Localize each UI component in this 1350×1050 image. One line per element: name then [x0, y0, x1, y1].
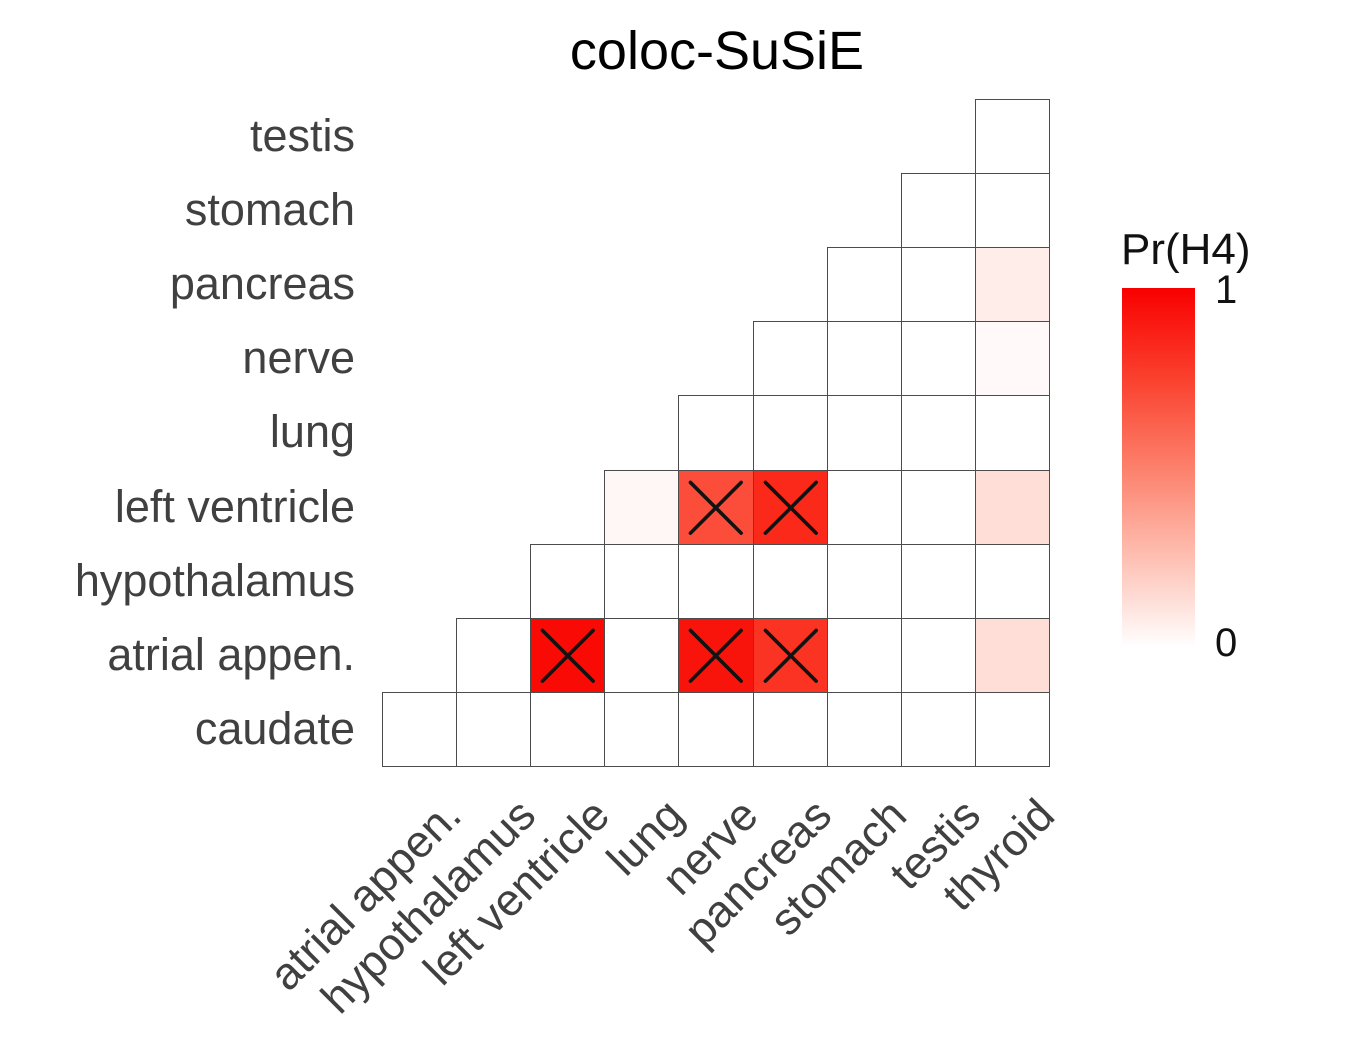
y-axis-label: left ventricle — [114, 480, 355, 532]
heatmap-cell — [826, 247, 903, 323]
legend-max-label: 1 — [1215, 268, 1238, 312]
heatmap-cell — [974, 469, 1051, 546]
x-mark-icon — [689, 628, 744, 683]
heatmap-cell — [530, 543, 606, 620]
y-axis-label: stomach — [184, 184, 355, 236]
heatmap-cell — [752, 691, 829, 768]
legend-colorbar — [1122, 288, 1195, 647]
heatmap-cell — [604, 691, 680, 768]
heatmap-cell — [974, 395, 1051, 471]
legend-title: Pr(H4) — [1121, 225, 1251, 274]
heatmap-cell — [974, 691, 1051, 768]
heatmap-cell — [900, 617, 977, 694]
heatmap-cell — [604, 543, 680, 620]
heatmap-cell — [456, 617, 532, 694]
heatmap-cell — [678, 691, 754, 768]
heatmap-cell — [826, 543, 903, 620]
x-mark-icon — [689, 480, 744, 535]
heatmap-cell — [678, 469, 754, 546]
x-mark-icon — [540, 628, 596, 683]
heatmap-cell — [678, 395, 754, 471]
heatmap-cell — [752, 321, 829, 397]
heatmap-cell — [826, 321, 903, 397]
chart-title: coloc-SuSiE — [569, 21, 865, 81]
heatmap-cell — [974, 321, 1051, 397]
y-axis-label: pancreas — [169, 258, 355, 310]
heatmap-cell — [900, 543, 977, 620]
heatmap-cell — [530, 691, 606, 768]
heatmap-cell — [530, 617, 606, 694]
heatmap-cell — [974, 247, 1051, 323]
heatmap-cell — [974, 617, 1051, 694]
heatmap-cell — [826, 469, 903, 546]
heatmap-cell — [382, 691, 458, 768]
heatmap-cell — [826, 395, 903, 471]
legend-min-label: 0 — [1215, 621, 1238, 665]
heatmap-cell — [456, 691, 532, 768]
heatmap-cell — [678, 617, 754, 694]
heatmap-cell — [900, 321, 977, 397]
y-axis-label: hypothalamus — [74, 554, 355, 606]
y-axis-label: atrial appen. — [107, 628, 355, 680]
y-axis-label: nerve — [242, 332, 355, 384]
heatmap-cell — [974, 543, 1051, 620]
y-axis-label: testis — [249, 110, 355, 161]
heatmap-cell — [752, 617, 829, 694]
heatmap-cell — [974, 99, 1051, 175]
heatmap-cell — [900, 247, 977, 323]
heatmap-cell — [604, 617, 680, 694]
heatmap-cell — [900, 395, 977, 471]
heatmap-cell — [678, 543, 754, 620]
heatmap-cell — [900, 469, 977, 546]
heatmap-cell — [604, 469, 680, 546]
heatmap-cell — [752, 469, 829, 546]
heatmap-cell — [752, 395, 829, 471]
x-mark-icon — [763, 628, 818, 683]
heatmap-cell — [752, 543, 829, 620]
heatmap-cell — [974, 173, 1051, 249]
heatmap-cell — [900, 691, 977, 768]
y-axis-label: caudate — [194, 702, 355, 754]
y-axis-label: lung — [269, 406, 355, 458]
heatmap-cell — [900, 173, 977, 249]
x-mark-icon — [763, 480, 818, 535]
heatmap-cell — [826, 617, 903, 694]
heatmap-cell — [826, 691, 903, 768]
